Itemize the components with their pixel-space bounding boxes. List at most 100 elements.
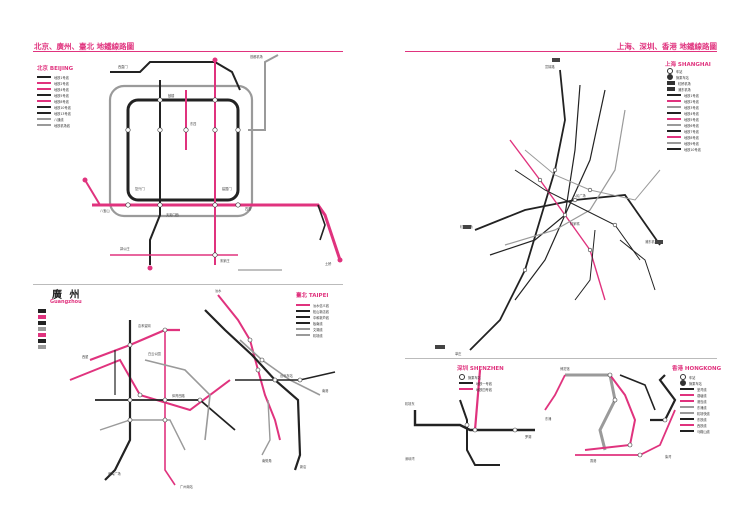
shanghai-legend-item: 地铁10号线: [684, 147, 701, 152]
svg-text:郭公庄: 郭公庄: [120, 246, 130, 251]
taipei-legend: 淡水信义线 松山新店线 中和新芦线 板南线 文湖线 机场线: [296, 302, 329, 338]
svg-text:首都机场: 首都机场: [250, 54, 263, 59]
hongkong-legend-item: 东铁线: [697, 417, 707, 422]
shenzhen-legend-item: 地铁一号线: [476, 381, 492, 386]
svg-text:柴湾: 柴湾: [665, 454, 672, 459]
beijing-legend-item: 地铁10号线: [54, 105, 71, 110]
svg-text:鼓楼: 鼓楼: [168, 93, 175, 98]
guangzhou-sublabel: Guangzhou: [50, 299, 82, 305]
svg-text:八宝山: 八宝山: [100, 208, 110, 213]
shenzhen-legend: 换乘车站 地铁一号线 地铁四号线: [459, 374, 492, 392]
hongkong-legend-item: 荃湾线: [697, 387, 707, 392]
shanghai-legend: 车站 换乘车站 虹桥机场 浦东机场 地铁1号线 地铁2号线 地铁3号线 地铁4号…: [667, 68, 701, 152]
svg-text:东四: 东四: [190, 121, 196, 126]
svg-text:复兴门: 复兴门: [135, 186, 145, 191]
svg-text:建国门: 建国门: [222, 186, 232, 191]
beijing-legend-item: 地铁4号线: [54, 87, 69, 92]
shanghai-legend-item: 车站: [676, 69, 683, 74]
svg-text:广州南站: 广州南站: [180, 484, 194, 489]
hongkong-legend-item: 西铁线: [697, 423, 707, 428]
svg-text:土桥: 土桥: [325, 261, 332, 266]
shanghai-legend-item: 地铁6号线: [684, 123, 699, 128]
svg-text:嘉禾望岗: 嘉禾望岗: [138, 323, 151, 328]
svg-text:西直门: 西直门: [118, 64, 128, 69]
taipei-legend-item: 松山新店线: [313, 309, 329, 314]
shanghai-legend-item: 地铁8号线: [684, 135, 699, 140]
beijing-legend: 地铁1号线 地铁2号线 地铁4号线 地铁5号线 地铁8号线 地铁10号线 地铁1…: [37, 74, 71, 128]
right-section-divider: [405, 358, 717, 359]
beijing-line1: [92, 203, 342, 261]
taipei-legend-item: 机场线: [313, 333, 323, 338]
left-page-title: 北京、廣州、臺北 地鐵線路圖: [34, 42, 135, 51]
beijing-legend-item: 八通线: [54, 117, 64, 122]
right-page-title: 上海、深圳、香港 地鐵線路圖: [616, 42, 717, 51]
hongkong-label: 香港 HONGKONG: [672, 366, 722, 372]
svg-text:博览馆: 博览馆: [560, 366, 570, 371]
svg-text:台北车站: 台北车站: [280, 373, 294, 378]
svg-text:富锦路: 富锦路: [545, 64, 555, 69]
shanghai-legend-item: 地铁4号线: [684, 111, 699, 116]
beijing-label: 北京 BEIJING: [37, 66, 74, 72]
hongkong-legend-item: 观塘线: [697, 393, 707, 398]
svg-text:罗湖: 罗湖: [525, 434, 531, 439]
hongkong-legend-item: 东涌线: [697, 405, 707, 410]
hongkong-legend-item: 机场快线: [697, 411, 710, 416]
svg-text:陆家嘴: 陆家嘴: [570, 221, 580, 226]
shenzhen-label: 深圳 SHENZHEN: [457, 366, 504, 372]
svg-text:番禺广场: 番禺广场: [108, 471, 121, 476]
svg-text:西塱: 西塱: [82, 354, 88, 359]
shanghai-legend-item: 地铁9号线: [684, 141, 699, 146]
shanghai-legend-item: 虹桥机场: [678, 81, 691, 86]
hongkong-legend: 车站 换乘车站 荃湾线 观塘线 港岛线 东涌线 机场快线 东铁线 西铁线 马鞍山…: [680, 374, 710, 434]
beijing-airport-line: [248, 54, 279, 131]
left-section-divider: [33, 284, 343, 285]
hongkong-legend-item: 马鞍山线: [697, 429, 710, 434]
shanghai-legend-item: 地铁5号线: [684, 117, 699, 122]
svg-text:机场东: 机场东: [405, 401, 415, 406]
shanghai-legend-item: 地铁7号线: [684, 129, 699, 134]
hongkong-legend-item: 换乘车站: [689, 381, 702, 386]
shanghai-label: 上海 SHANGHAI: [665, 62, 711, 68]
hongkong-legend-item: 港岛线: [697, 399, 707, 404]
beijing-legend-item: 地铁5号线: [54, 93, 69, 98]
svg-text:四惠: 四惠: [245, 206, 251, 211]
guangzhou-label: 廣 州: [52, 290, 82, 301]
svg-text:天安门西: 天安门西: [166, 212, 179, 217]
shanghai-legend-item: 换乘车站: [676, 75, 689, 80]
svg-text:浦东机场: 浦东机场: [645, 239, 658, 244]
beijing-line10-loop: [108, 84, 254, 218]
beijing-legend-item: 地铁1号线: [54, 75, 69, 80]
hongkong-legend-item: 车站: [689, 375, 696, 380]
taipei-legend-item: 文湖线: [313, 327, 323, 332]
right-title-rule: [405, 51, 717, 52]
beijing-line4: [149, 80, 161, 265]
shanghai-legend-item: 地铁2号线: [684, 99, 699, 104]
shenzhen-legend-item: 地铁四号线: [476, 387, 492, 392]
svg-text:白云公园: 白云公园: [148, 351, 161, 356]
beijing-legend-item: 地铁13号线: [54, 111, 71, 116]
svg-text:宋家庄: 宋家庄: [220, 258, 230, 263]
svg-text:深圳湾: 深圳湾: [405, 456, 415, 461]
taipei-label: 臺北 TAIPEI: [296, 293, 329, 299]
svg-text:新店: 新店: [300, 464, 306, 469]
left-page: 北京、廣州、臺北 地鐵線路圖: [33, 42, 343, 489]
svg-text:淡水: 淡水: [215, 288, 222, 293]
beijing-legend-item: 地铁机场线: [54, 123, 70, 128]
svg-text:东涌: 东涌: [545, 416, 551, 421]
left-title-rule: [33, 51, 343, 52]
svg-text:南港: 南港: [322, 388, 329, 393]
beijing-line13: [110, 61, 241, 91]
taipei-legend-item: 板南线: [313, 321, 323, 326]
svg-text:南势角: 南势角: [262, 458, 272, 463]
svg-text:人民广场: 人民广场: [573, 193, 586, 198]
shanghai-legend-item: 地铁1号线: [684, 93, 699, 98]
